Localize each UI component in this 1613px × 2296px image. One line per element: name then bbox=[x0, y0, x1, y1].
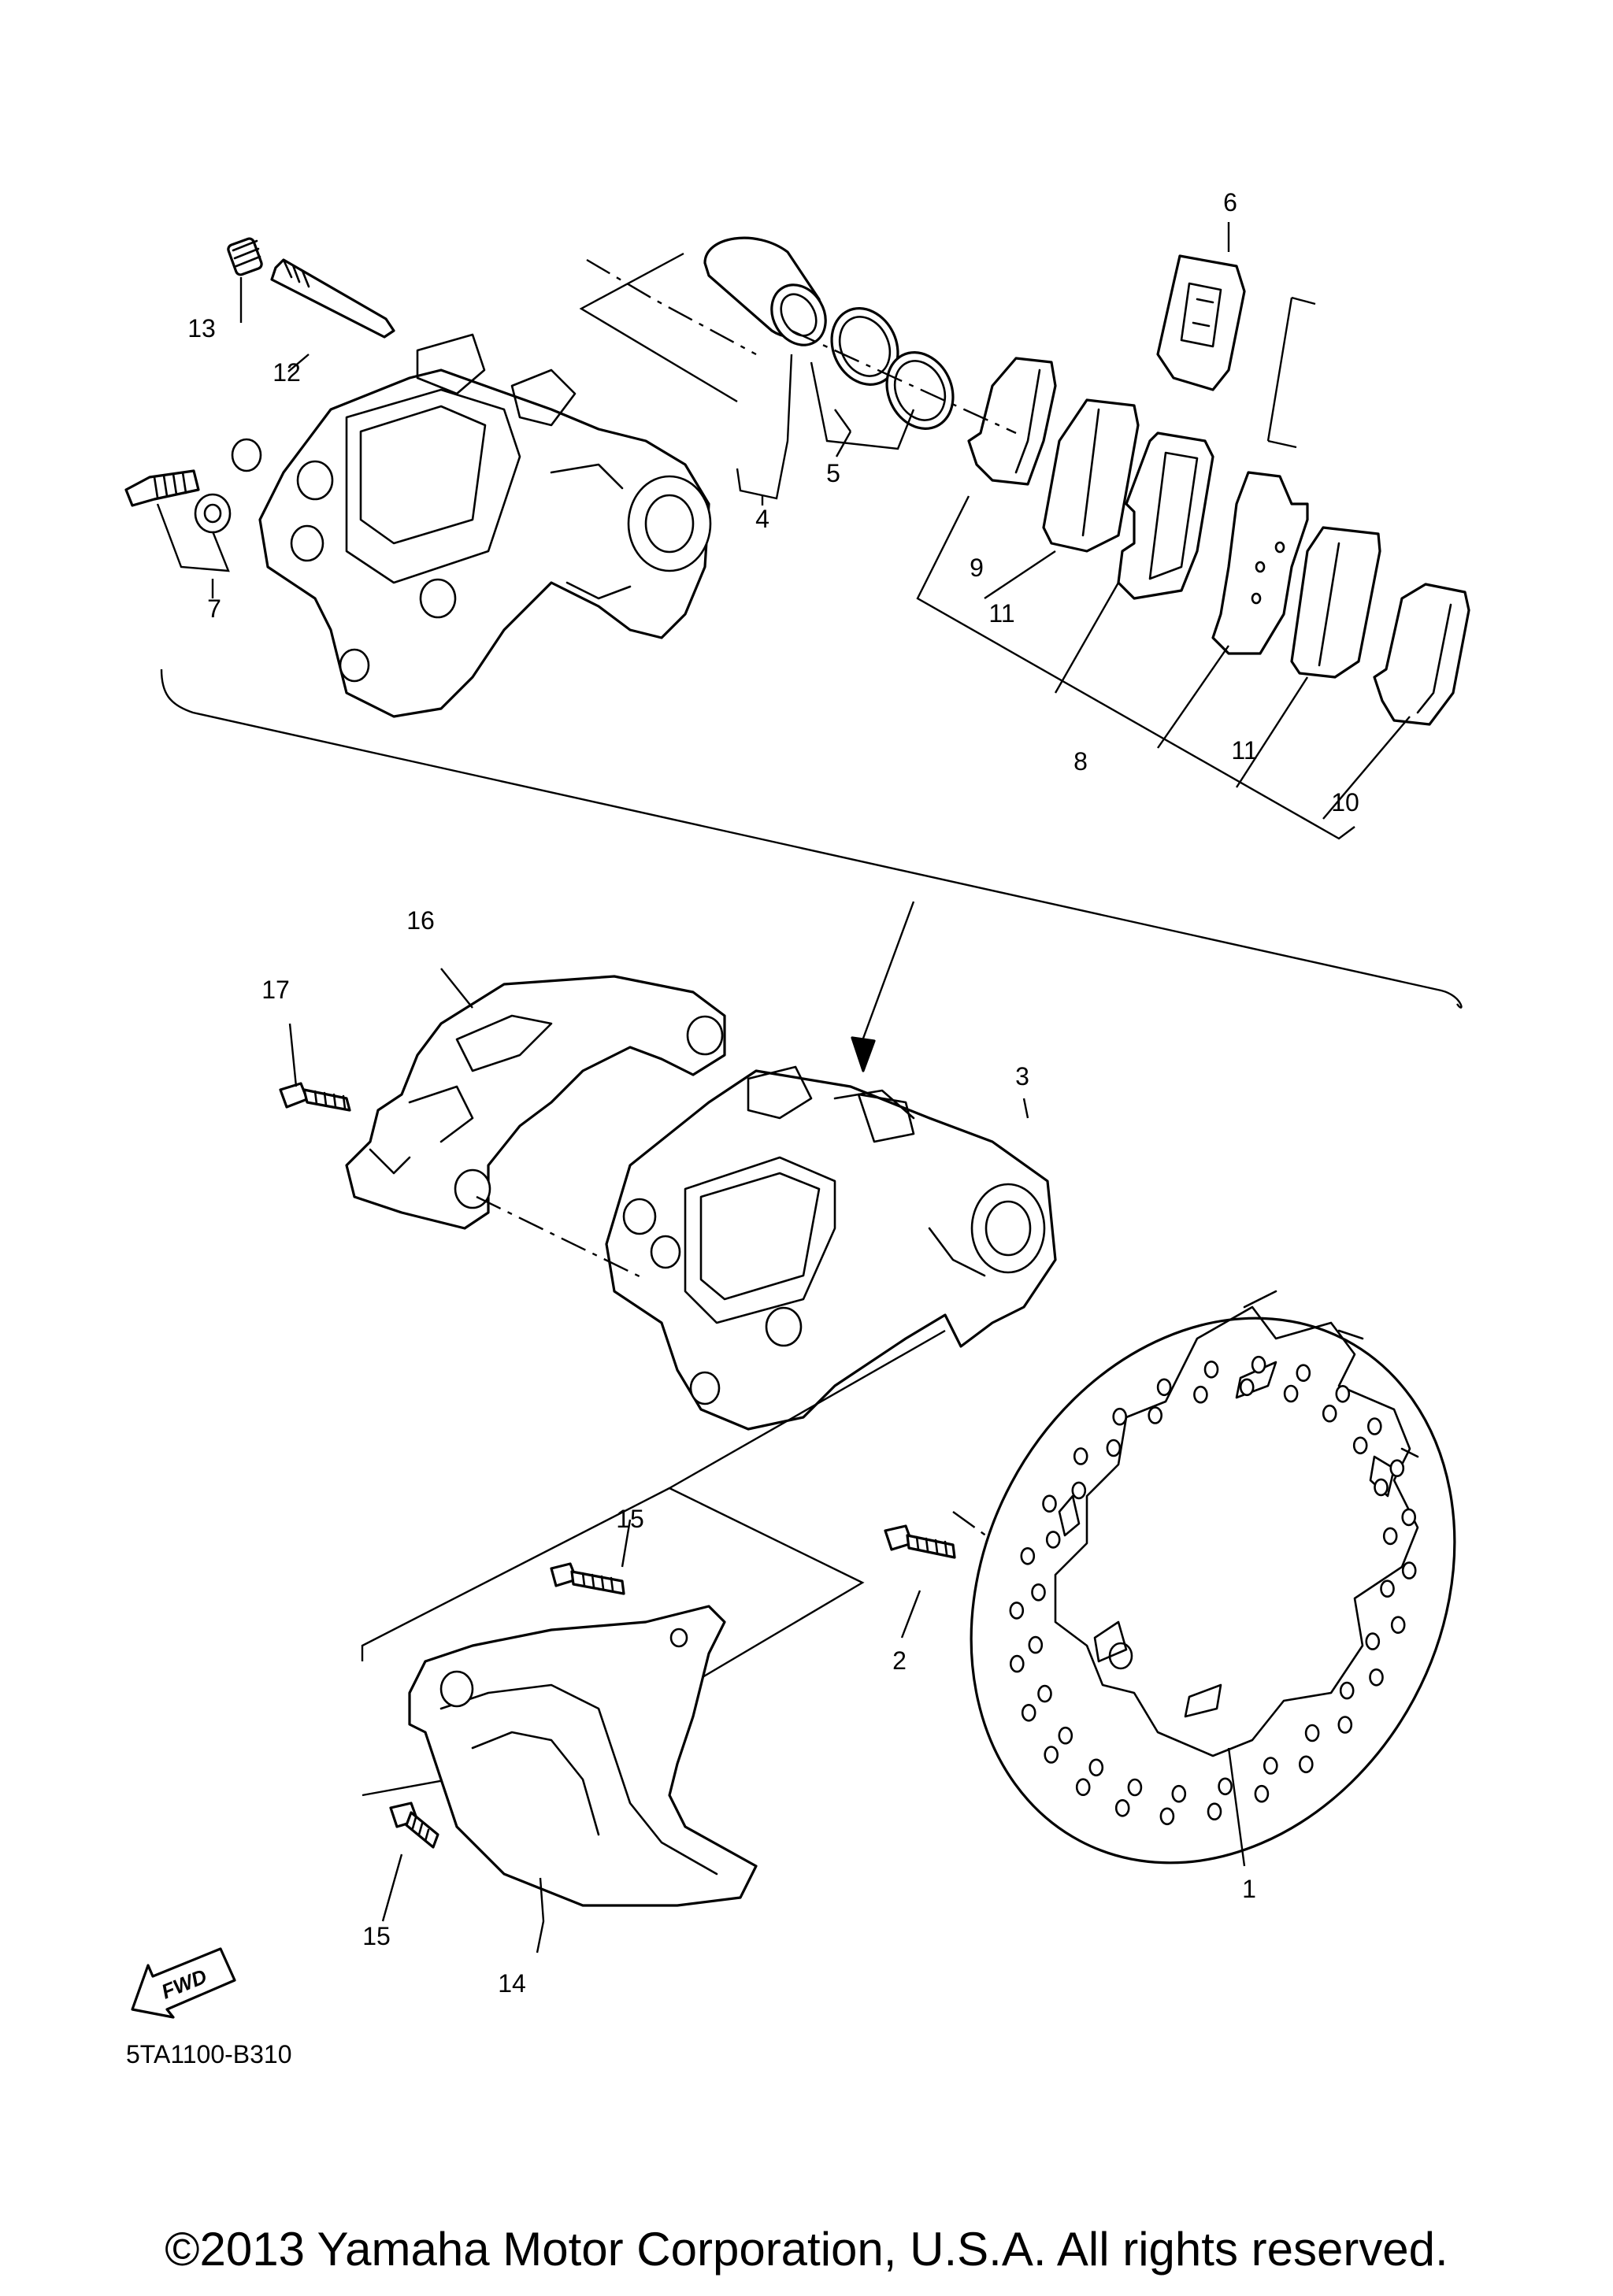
disc-drill-hole bbox=[1390, 1616, 1406, 1634]
piston-seals bbox=[830, 307, 955, 430]
callout-8: 8 bbox=[1073, 747, 1088, 776]
disc-drill-hole bbox=[1335, 1385, 1351, 1403]
callout-10: 10 bbox=[1331, 788, 1359, 817]
disc-drill-hole bbox=[1263, 1757, 1278, 1775]
disc-drill-hole bbox=[1159, 1807, 1175, 1826]
disc-drill-hole bbox=[1071, 1481, 1087, 1500]
diagram-code: 5TA1100-B310 bbox=[126, 2040, 292, 2068]
disc-drill-hole bbox=[1156, 1378, 1172, 1397]
callout-16: 16 bbox=[406, 906, 435, 935]
bleed-screw bbox=[124, 438, 262, 534]
disc-drill-hole bbox=[1020, 1547, 1036, 1565]
disc-drill-hole bbox=[1073, 1447, 1088, 1465]
disc-drill-hole bbox=[1401, 1561, 1417, 1579]
disc-drill-hole bbox=[1203, 1361, 1219, 1379]
disc-drill-hole bbox=[1193, 1385, 1208, 1404]
pad-shim-9 bbox=[967, 357, 1057, 486]
callout-4: 4 bbox=[755, 505, 769, 533]
callout-2: 2 bbox=[892, 1646, 907, 1675]
callout-9: 9 bbox=[970, 554, 984, 582]
guard-bolt-upper bbox=[550, 1562, 625, 1595]
disc-drill-hole bbox=[1031, 1583, 1046, 1602]
disc-drill-hole bbox=[1106, 1439, 1122, 1457]
disc-drill-hole bbox=[1088, 1758, 1104, 1777]
disc-drill-holes bbox=[1009, 1355, 1417, 1826]
exploded-caliper-body bbox=[258, 333, 712, 718]
disc-drill-hole bbox=[1045, 1531, 1061, 1549]
disc-drill-hole bbox=[1218, 1777, 1233, 1796]
disc-drill-hole bbox=[1304, 1724, 1320, 1742]
callout-17: 17 bbox=[261, 976, 290, 1004]
disc-drill-hole bbox=[1148, 1406, 1162, 1424]
disc-drill-hole bbox=[1401, 1508, 1416, 1527]
disc-drill-hole bbox=[1365, 1632, 1381, 1650]
disc-drill-hole bbox=[1389, 1459, 1405, 1477]
pad-spring bbox=[1156, 254, 1246, 391]
caliper-bracket bbox=[345, 975, 726, 1230]
caliper-guard bbox=[408, 1605, 758, 1907]
disc-drill-hole bbox=[1337, 1716, 1353, 1734]
pad-shim-10 bbox=[1373, 583, 1470, 726]
piston bbox=[703, 236, 827, 346]
disc-drill-hole bbox=[1254, 1784, 1270, 1803]
disc-drill-hole bbox=[1112, 1407, 1127, 1426]
callout-14: 14 bbox=[498, 1969, 526, 1998]
disc-drill-hole bbox=[1352, 1436, 1368, 1455]
disc-drill-hole bbox=[1369, 1668, 1384, 1687]
disc-drill-hole bbox=[1028, 1635, 1044, 1654]
disc-drill-hole bbox=[1127, 1778, 1143, 1797]
rear-caliper-assembly bbox=[605, 1065, 1057, 1431]
brake-disc bbox=[970, 1290, 1456, 1865]
forward-arrow-icon: FWD bbox=[131, 1947, 236, 2019]
disc-drill-hole bbox=[1009, 1602, 1025, 1620]
disc-drill-hole bbox=[1075, 1778, 1091, 1796]
disc-drill-hole bbox=[1296, 1364, 1311, 1382]
disc-drill-hole bbox=[1010, 1654, 1025, 1673]
callout-11-right: 11 bbox=[1231, 736, 1257, 765]
disc-drill-hole bbox=[1299, 1755, 1314, 1774]
disc-drill-hole bbox=[1114, 1799, 1130, 1817]
brake-pad-11-left bbox=[1042, 398, 1140, 553]
disc-drill-hole bbox=[1239, 1378, 1255, 1397]
callout-3: 3 bbox=[1015, 1062, 1029, 1091]
disc-drill-hole bbox=[1374, 1478, 1389, 1497]
callout-5: 5 bbox=[826, 459, 840, 487]
disc-drill-hole bbox=[1042, 1494, 1057, 1513]
callout-1: 1 bbox=[1242, 1875, 1256, 1903]
brake-pad-8 bbox=[1117, 431, 1214, 600]
disc-drill-hole bbox=[1283, 1384, 1299, 1403]
callout-15-upper: 15 bbox=[616, 1505, 644, 1533]
disc-drill-hole bbox=[1367, 1417, 1382, 1435]
disc-drill-hole bbox=[1037, 1684, 1052, 1703]
disc-drill-hole bbox=[1058, 1726, 1073, 1745]
callout-11-left: 11 bbox=[988, 599, 1014, 628]
callout-12: 12 bbox=[273, 358, 301, 387]
callout-13: 13 bbox=[187, 314, 216, 343]
disc-drill-hole bbox=[1322, 1404, 1337, 1423]
disc-drill-hole bbox=[1251, 1355, 1266, 1374]
guard-bolt-lower bbox=[389, 1802, 439, 1849]
disc-drill-hole bbox=[1021, 1704, 1036, 1722]
callout-6: 6 bbox=[1223, 188, 1237, 217]
brake-pad-11-right bbox=[1290, 526, 1381, 679]
disc-bolt bbox=[884, 1524, 956, 1559]
callout-7: 7 bbox=[207, 594, 221, 623]
bracket-bolt bbox=[279, 1082, 351, 1112]
disc-drill-hole bbox=[1382, 1527, 1398, 1546]
disc-drill-hole bbox=[1380, 1579, 1395, 1598]
disc-drill-hole bbox=[1339, 1681, 1355, 1700]
disc-drill-hole bbox=[1171, 1784, 1187, 1803]
copyright-notice: ©2013 Yamaha Motor Corporation, U.S.A. A… bbox=[165, 2223, 1448, 2276]
disc-drill-hole bbox=[1044, 1746, 1059, 1764]
pad-pin bbox=[270, 258, 395, 339]
callout-15-lower: 15 bbox=[362, 1922, 391, 1950]
pin-plug bbox=[227, 237, 263, 276]
brake-pad-8b bbox=[1211, 471, 1309, 655]
disc-drill-hole bbox=[1207, 1802, 1222, 1820]
